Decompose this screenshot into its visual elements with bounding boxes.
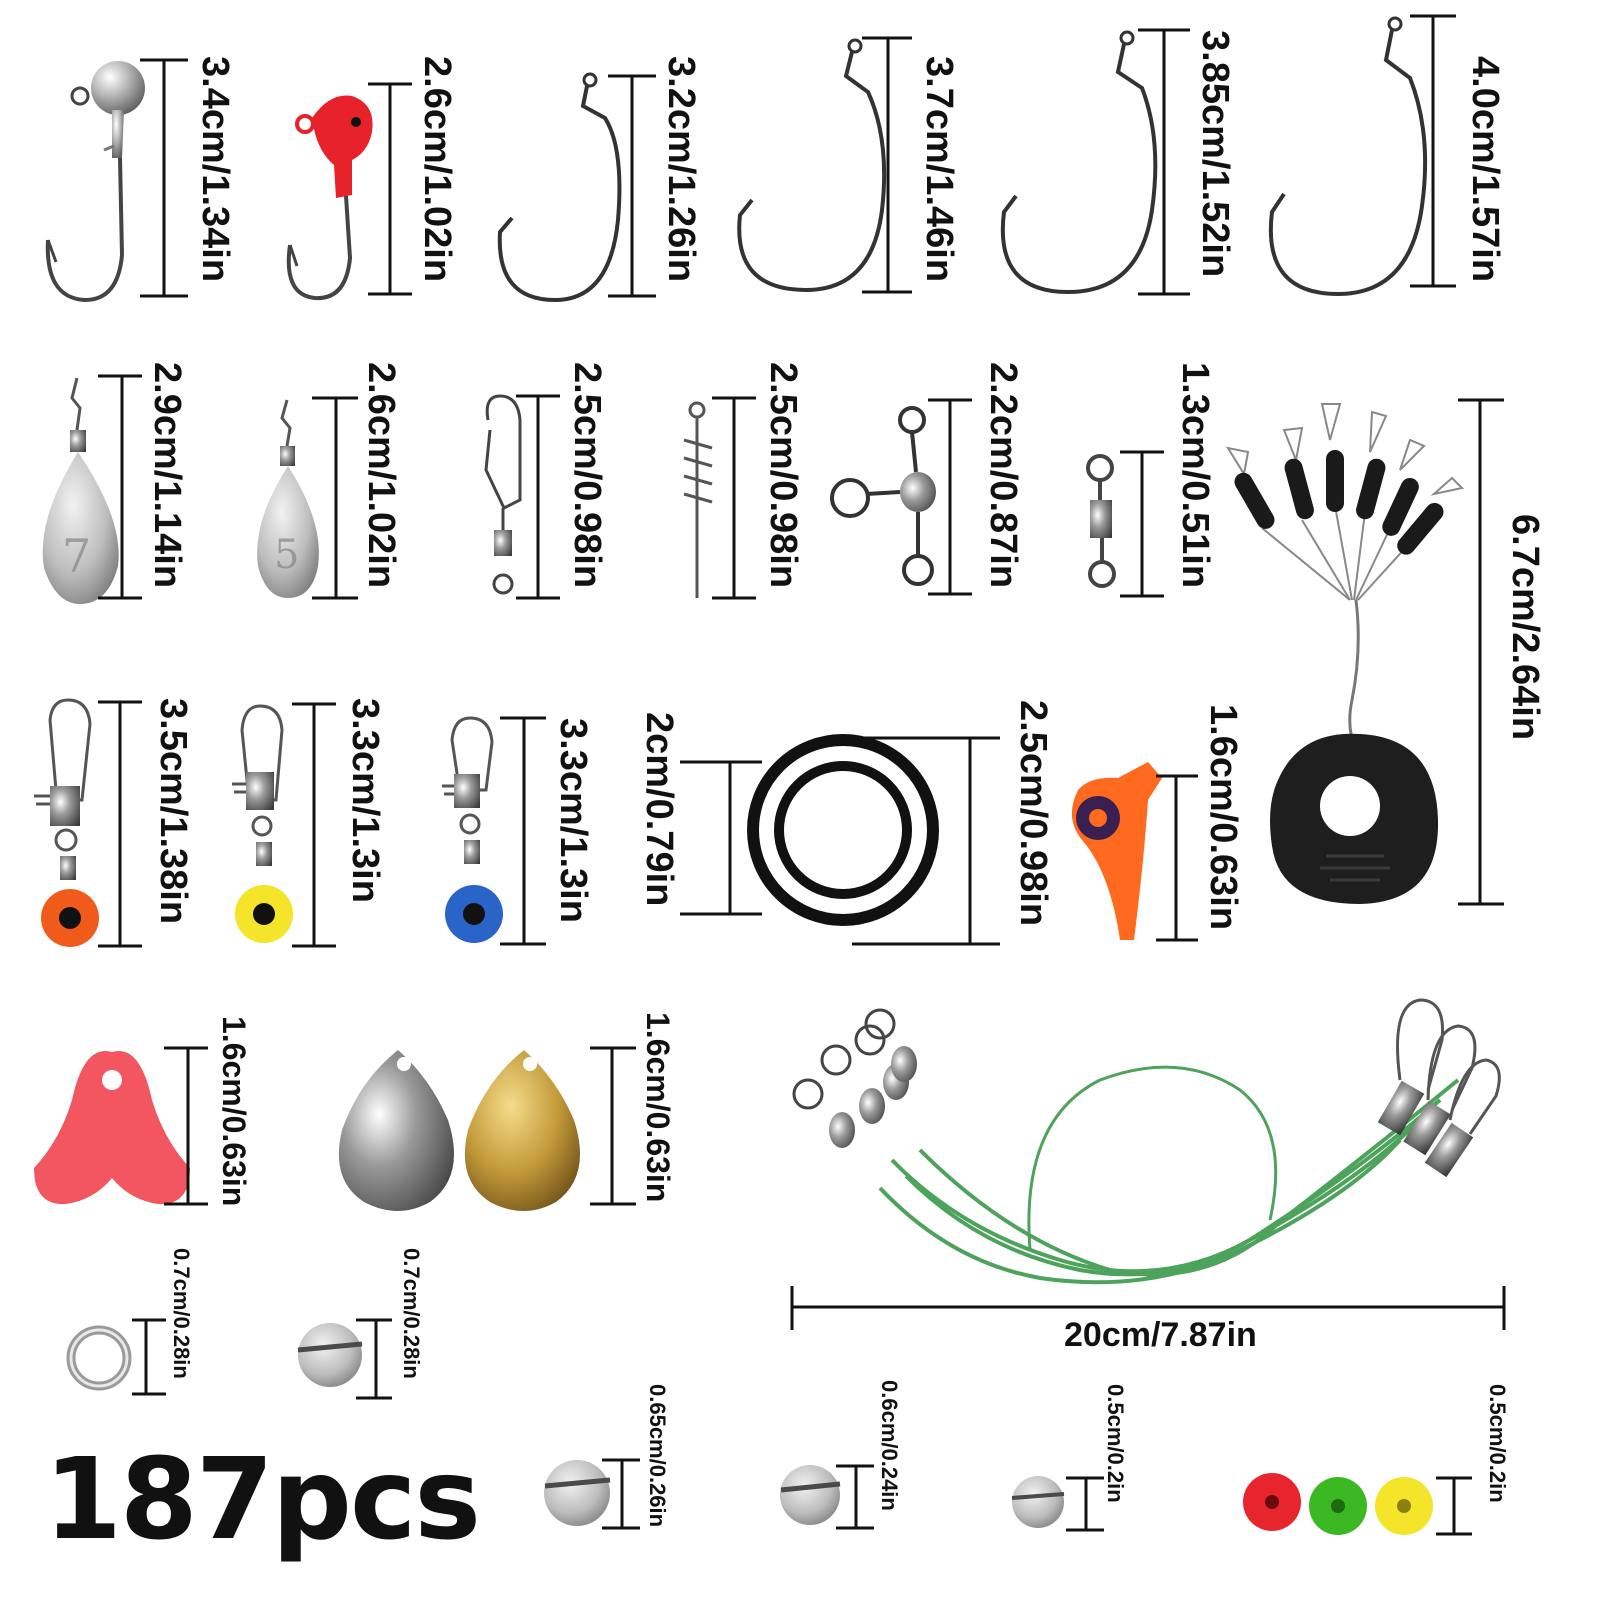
label-split-shot-4: 0.5cm/0.2in: [1103, 1384, 1128, 1503]
split-shot-3: [780, 1465, 841, 1525]
snap-bead-orange: [34, 698, 99, 947]
label-offset-hook-2: 3.7cm/1.46in: [918, 56, 960, 283]
sinker-number-5: 5: [274, 532, 299, 578]
snap-swivel: [484, 394, 522, 595]
label-spring-lock: 2.5cm/0.98in: [762, 362, 804, 589]
label-split-shot-1: 0.7cm/0.28in: [399, 1248, 424, 1379]
label-ring-large: 2.5cm/0.98in: [1012, 700, 1054, 927]
label-split-shot-2: 0.65cm/0.26in: [645, 1384, 670, 1528]
label-snap-bead-orange: 3.5cm/1.38in: [152, 698, 194, 925]
label-beads: 0.5cm/0.2in: [1485, 1384, 1510, 1503]
label-offset-hook-4: 4.0cm/1.57in: [1464, 56, 1506, 283]
label-bobber: 1.6cm/0.63in: [1202, 704, 1244, 931]
label-offset-hook-3: 3.85cm/1.52in: [1194, 30, 1236, 278]
jig-head-silver: [45, 61, 145, 303]
sinker-7: [42, 377, 119, 604]
beads: [1243, 1473, 1433, 1535]
label-snap-bead-yellow: 3.3cm/1.3in: [344, 698, 386, 903]
spinner-blade-gold: [464, 1050, 580, 1211]
label-float-stopper: 6.7cm/2.64in: [1504, 514, 1546, 741]
label-jig-head-red: 2.6cm/1.02in: [416, 56, 458, 283]
label-snap-bead-blue: 3.3cm/1.3in: [552, 718, 594, 923]
split-shot-1: [297, 1323, 363, 1387]
rubber-rings: [747, 734, 939, 926]
label-three-way-swivel: 2.2cm/0.87in: [982, 362, 1024, 589]
label-barrel-swivel: 1.3cm/0.51in: [1174, 362, 1216, 589]
label-offset-hook-1: 3.2cm/1.26in: [660, 56, 702, 283]
spinner-blade-silver: [338, 1050, 454, 1211]
label-spinner-blades: 1.6cm/0.63in: [640, 1012, 676, 1203]
spring-lock: [683, 401, 713, 598]
label-sinker-7: 2.9cm/1.14in: [146, 362, 188, 589]
jig-head-red: [286, 95, 373, 301]
three-way-swivel: [830, 406, 936, 586]
split-shot-4: [1011, 1476, 1065, 1528]
barrel-swivel: [1086, 454, 1116, 588]
offset-hook-4: [1268, 16, 1428, 297]
offset-hook-3: [1000, 30, 1158, 295]
offset-hook-1: [497, 72, 622, 303]
label-snap-swivel: 2.5cm/0.98in: [566, 362, 608, 589]
label-sinker-5: 2.6cm/1.02in: [360, 362, 402, 589]
piece-count: 187pcs: [44, 1435, 481, 1565]
split-shot-2: [544, 1460, 611, 1526]
float-stopper: [1225, 403, 1465, 904]
red-blade: [34, 1051, 190, 1205]
snap-bead-blue: [442, 716, 503, 943]
offset-hook-2: [737, 38, 887, 293]
label-wire-leader: 20cm/7.87in: [1064, 1316, 1257, 1354]
sinker-5: [257, 399, 319, 598]
label-split-ring: 0.7cm/0.28in: [169, 1248, 194, 1379]
wire-leaders: [792, 998, 1501, 1285]
bobber: [1071, 762, 1162, 940]
label-red-blade: 1.6cm/0.63in: [216, 1016, 252, 1207]
snap-bead-yellow: [232, 704, 293, 943]
sinker-number-7: 7: [62, 529, 91, 583]
label-split-shot-3: 0.6cm/0.24in: [877, 1380, 902, 1511]
split-ring: [66, 1325, 132, 1391]
dimension-lines: [98, 14, 1506, 1536]
label-jig-head-silver: 3.4cm/1.34in: [194, 56, 236, 283]
label-ring-small: 2cm/0.79in: [638, 712, 680, 907]
